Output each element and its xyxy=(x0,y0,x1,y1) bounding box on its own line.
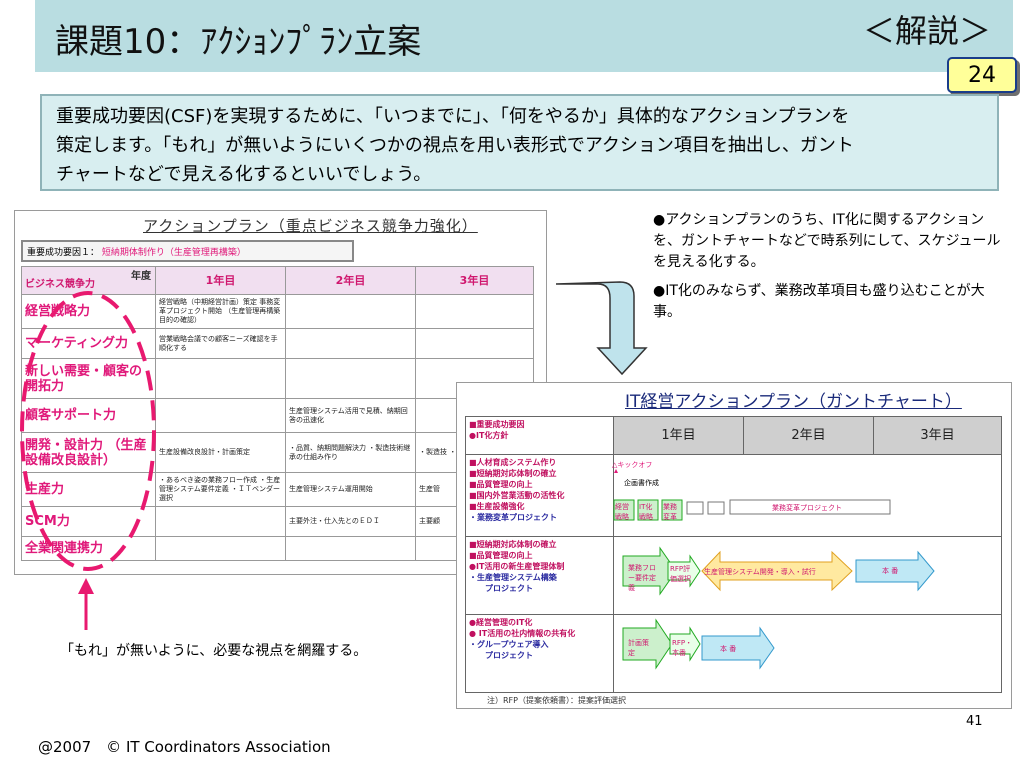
plan-label: 企画書作成 xyxy=(624,479,659,487)
r3b-label: RFP・本番 xyxy=(672,639,693,657)
gantt-bar-gap xyxy=(707,501,725,515)
gantt-item: プロジェクト xyxy=(469,584,533,593)
gantt-arrow-r3b xyxy=(669,626,701,662)
row-label: 全業関連携力 xyxy=(21,536,156,561)
r3prod-label: 本 番 xyxy=(720,645,737,653)
gantt-item: ■人材育成システム作り xyxy=(469,458,557,467)
corner-year: 年度 xyxy=(131,271,151,282)
gantt-row-label: ●経営管理のIT化 ● IT活用の社内情報の共有化 ・グループウェア導入 プロジ… xyxy=(465,614,614,693)
gantt-table: ■重要成功要因 ●IT化方針 1年目 2年目 3年目 ■人材育成システム作り ■… xyxy=(465,416,1002,693)
bullet-list: ●アクションプランのうち、IT化に関するアクションを、ガントチャートなどで時系列… xyxy=(653,210,1008,331)
gantt-item: ■国内外営業活動の活性化 xyxy=(469,491,565,500)
gantt-note: 注）RFP（提案依頼書）：提案評価選択 xyxy=(487,696,626,705)
gantt-arrow-prod xyxy=(855,550,935,592)
gantt-arrow-r3prod xyxy=(701,626,775,670)
gantt-head-csf: ■重要成功要因 xyxy=(469,420,525,429)
project-label: 業務変革プロジェクト xyxy=(772,504,842,512)
bullet-item: ●アクションプランのうち、IT化に関するアクションを、ガントチャートなどで時系列… xyxy=(653,212,1001,270)
gantt-bar-b2 xyxy=(637,499,659,521)
gantt-row-label: ■人材育成システム作り ■短納期対応体制の確立 ■品質管理の向上 ■国内外営業活… xyxy=(465,454,614,537)
gantt-item: ・グループウェア導入 xyxy=(469,640,549,649)
gantt-item: ●IT活用の新生産管理体制 xyxy=(469,562,565,571)
gantt-head-it: ●IT化方針 xyxy=(469,431,509,440)
table-cell xyxy=(415,328,534,359)
bar-label-b1: 経営戦略 xyxy=(615,503,629,521)
description-box: 重要成功要因(CSF)を実現するために、「いつまでに」、「何をやるか」具体的なア… xyxy=(40,94,999,191)
bar-label-b3: 業務変革 xyxy=(663,503,677,521)
gantt-year-header: 3年目 xyxy=(873,416,1002,455)
dashed-loop xyxy=(20,291,156,571)
gantt-item: ■生産設備強化 xyxy=(469,502,525,511)
year-header: 3年目 xyxy=(415,266,534,295)
row-label: 新しい需要・顧客の 開拓力 xyxy=(21,358,168,399)
description-line: 重要成功要因(CSF)を実現するために、「いつまでに」、「何をやるか」具体的なア… xyxy=(56,106,850,127)
up-arrow-head xyxy=(78,578,94,594)
r3a-label: 計画策定 xyxy=(628,639,649,657)
gantt-bar-b3 xyxy=(661,499,683,521)
flow-label: 業務フロー要件定義 xyxy=(628,564,656,592)
table-cell xyxy=(285,536,416,561)
table-cell: 生産管理システム活用で見積、納期回答の迅速化 xyxy=(285,398,416,433)
rfp-label: RFP評価選択 xyxy=(670,565,691,583)
curved-arrow xyxy=(555,281,648,376)
action-plan-title: アクションプラン（重点ビジネス競争力強化） xyxy=(143,217,478,235)
gantt-bar-project xyxy=(729,499,891,515)
gantt-head-label: ■重要成功要因 ●IT化方針 xyxy=(465,416,614,455)
gantt-row-timeline xyxy=(613,454,1002,537)
action-plan-table: 年度 ビジネス競争力 1年目 2年目 3年目 経営戦略力 経営戦略（中期経営計画… xyxy=(21,266,534,561)
csf-prefix: 重要成功要因１： xyxy=(27,248,100,258)
corner-business: ビジネス競争力 xyxy=(25,279,95,290)
gantt-title: IT経営アクションプラン（ガントチャート） xyxy=(625,392,962,412)
gantt-arrow-flow xyxy=(622,546,677,596)
page-number: 41 xyxy=(966,714,983,729)
gantt-bar-b1 xyxy=(613,499,635,521)
table-cell: ・品質、納期問題解決力 ・製造技術継承の仕組み作り xyxy=(285,432,416,473)
table-cell: 営業戦略会議での顧客ニーズ確認を手順化する xyxy=(155,328,286,359)
kickoff-label: △キックオフ xyxy=(612,461,653,469)
kickoff-marker xyxy=(614,469,618,473)
gantt-item: ● IT活用の社内情報の共有化 xyxy=(469,629,576,638)
gantt-arrow-r3a xyxy=(622,618,673,670)
footer-copyright: @2007 © IT Coordinators Association xyxy=(38,738,331,756)
gantt-item: ■品質管理の向上 xyxy=(469,480,533,489)
action-plan-slide: アクションプラン（重点ビジネス競争力強化） 重要成功要因１： 短納期体制作り（生… xyxy=(14,210,547,575)
gantt-arrow-sys xyxy=(701,550,853,592)
year-header: 2年目 xyxy=(285,266,416,295)
gantt-item: プロジェクト xyxy=(469,651,533,660)
gantt-item: ・生産管理システム構築 xyxy=(469,573,557,582)
table-cell: ・あるべき姿の業務フロー作成 ・生産管理システム要件定義 ・ＩＴベンダー選択 xyxy=(155,472,286,507)
page-subtitle: ＜解説＞ xyxy=(862,12,991,50)
csf-box: 重要成功要因１： 短納期体制作り（生産管理再構築） xyxy=(21,240,354,262)
description-line: チャートなどで見える化するといいでしょう。 xyxy=(56,164,432,185)
gantt-year-header: 1年目 xyxy=(613,416,744,455)
gantt-item: ■品質管理の向上 xyxy=(469,551,533,560)
gantt-slide: IT経営アクションプラン（ガントチャート） ■重要成功要因 ●IT化方針 1年目… xyxy=(456,382,1012,709)
gantt-arrow-rfp xyxy=(667,554,701,588)
bullet-item: ●IT化のみならず、業務改革項目も盛り込むことが大事。 xyxy=(653,283,985,320)
table-cell: 経営戦略（中期経営計画）策定 事務変革プロジェクト開始 （生産管理再構築目的の確… xyxy=(155,294,286,329)
title-bar: 課題10：ｱｸｼｮﾝﾌﾟﾗﾝ立案 ＜解説＞ xyxy=(35,0,1013,72)
gantt-item: ●経営管理のIT化 xyxy=(469,618,533,627)
table-corner: 年度 ビジネス競争力 xyxy=(21,266,156,295)
page-badge: 24 xyxy=(947,57,1017,93)
bar-label-b2: IT化戦略 xyxy=(639,503,653,521)
mole-note: 「もれ」が無いように、必要な視点を網羅する。 xyxy=(60,643,368,659)
table-cell: 主要外注・仕入先とのＥＤＩ xyxy=(285,506,416,537)
table-cell xyxy=(155,358,286,399)
description-line: 策定します。「もれ」が無いようにいくつかの視点を用い表形式でアクション項目を抽出… xyxy=(56,135,854,156)
prod-label: 本 番 xyxy=(882,567,899,575)
gantt-bar-gap xyxy=(686,501,704,515)
gantt-row-label: ■短納期対応体制の確立 ■品質管理の向上 ●IT活用の新生産管理体制 ・生産管理… xyxy=(465,536,614,615)
page-title: 課題10：ｱｸｼｮﾝﾌﾟﾗﾝ立案 xyxy=(55,22,422,62)
sys-label: 生産管理システム開発・導入・試行 xyxy=(704,568,816,576)
gantt-item: ■短納期対応体制の確立 xyxy=(469,469,557,478)
gantt-item: ・業務変革プロジェクト xyxy=(469,513,557,522)
table-cell xyxy=(285,294,416,329)
table-cell xyxy=(285,358,416,399)
table-cell xyxy=(155,398,286,433)
row-label: 経営戦略力 xyxy=(21,294,156,329)
csf-value: 短納期体制作り（生産管理再構築） xyxy=(101,248,246,258)
gantt-item: ■短納期対応体制の確立 xyxy=(469,540,557,549)
